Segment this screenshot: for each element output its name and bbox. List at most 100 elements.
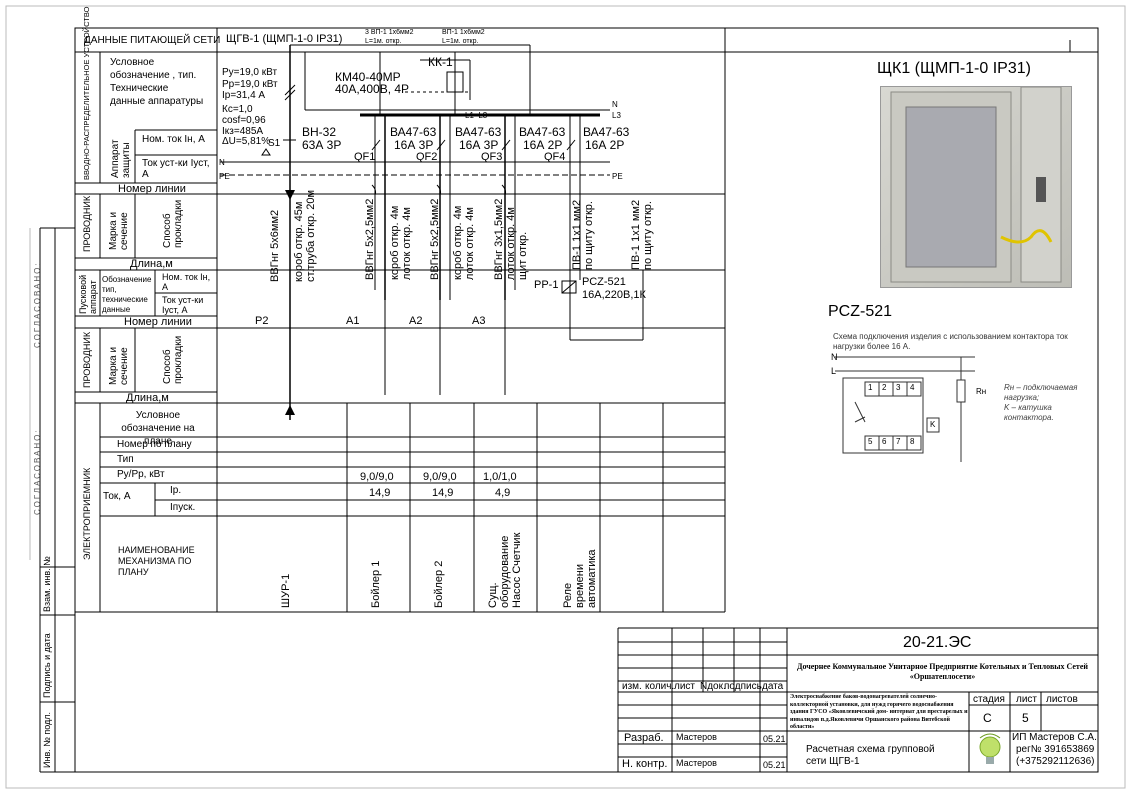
panel-ikz: Iкз=485А [222, 126, 264, 137]
pcz-k: K [930, 420, 936, 429]
pcz-t5: 5 [868, 437, 873, 446]
cable-4-a: ВВГнг 3х1,5мм2 [493, 198, 505, 280]
stamp-list-value: 5 [1022, 711, 1029, 725]
cable-top1b: L=1м. откр. [365, 38, 402, 45]
sposob-label: Способ прокладки [162, 199, 184, 248]
podpis-label: Подпись и дата [42, 633, 52, 698]
cable-4-c: щит откр. [517, 231, 529, 280]
cable-2-c: лоток откр. 4м [401, 207, 413, 280]
tip-label: Тип [117, 454, 134, 465]
cable-3-a: ВВГнг 5х2,5мм2 [429, 198, 441, 280]
stamp-reg: рег№ 391653869 [1016, 744, 1095, 755]
nomer-plan-label: Номер по плану [117, 439, 192, 450]
panel-kc: Кс=1,0 [222, 104, 253, 115]
pcz-t8: 8 [910, 437, 915, 446]
nom-tok-label: Ном. ток Iн, А [142, 134, 205, 145]
cable-6-a: ПВ-1 1х1 мм2 [630, 199, 642, 270]
load-1-name: ШУР-1 [280, 573, 292, 608]
stamp-stadia-value: С [983, 711, 992, 725]
stamp-phone: (+375292112636) [1016, 756, 1095, 767]
pcz-t2: 2 [882, 383, 887, 392]
stamp-list: лист [1016, 694, 1038, 705]
breaker-3-rating: 16А 2Р [523, 138, 563, 152]
label-n2: N [219, 158, 225, 167]
pcz-t6: 6 [882, 437, 887, 446]
stamp-org: Дочернее Коммунальное Унитарное Предприя… [796, 662, 1089, 681]
pcz-t1: 1 [868, 383, 873, 392]
breaker-2-rating: 16А 3Р [459, 138, 499, 152]
stamp-podpis: подпись [724, 681, 762, 692]
stamp-ip-name: ИП Мастеров С.А. [1012, 732, 1097, 743]
stamp-sheet-title: Расчетная схема групповой сети ЩГВ-1 [806, 744, 935, 767]
stamp-date-1: 05.21 [763, 734, 786, 744]
panel-km2: 40А,400В, 4Р [335, 82, 410, 96]
panel-du: ΔU=5,81% [222, 136, 271, 147]
pcz-t4: 4 [910, 383, 915, 392]
stamp-nkontr: Н. контр. [622, 758, 668, 770]
puskovoy-label: Пусковой аппарат [78, 274, 98, 314]
panel-km: КМ40-40МР [335, 70, 401, 84]
provodnik2-label: ПРОВОДНИК [82, 331, 92, 388]
breaker-4-name: ВА47-63 [583, 125, 630, 139]
pypp-label: Ру/Рр, кВт [117, 469, 165, 480]
panel-vn-i: 63А 3Р [302, 138, 342, 152]
cable-4-b: лоток откр. 4м [505, 207, 517, 280]
cable-top2b: L=1м. откр. [442, 38, 479, 45]
breaker-4-id: QF4 [544, 151, 566, 163]
cable-1-c: ст.труба откр. 20м [305, 189, 317, 282]
label-n: N [612, 100, 618, 109]
panel-cos: cosf=0,96 [222, 115, 266, 126]
obozn-tip-label: Обозначение тип, технические данные [102, 275, 152, 314]
soglasovano-label-2: СОГЛАСОВАНО: [33, 428, 42, 515]
dlina2-label: Длина,м [126, 392, 169, 404]
label-pe: PE [219, 172, 230, 181]
bulb-logo-icon [979, 733, 1001, 764]
pcz-t7: 7 [896, 437, 901, 446]
uslovn-label: Условное обозначение , тип. Технические … [110, 57, 204, 107]
tok-ust-label: Ток уст-ки Iуст, А [142, 158, 210, 180]
stamp-kolich: колич. [645, 681, 675, 692]
vru-label: ВВОДНО-РАСПРЕДЕЛИТЕЛЬНОЕ УСТРОЙСТВО [82, 6, 91, 180]
load-4-ip: 4,9 [495, 487, 511, 499]
apparat-zashity-label: Аппарат защиты [110, 139, 132, 178]
pcz-rn: Rн [976, 387, 987, 396]
breaker-1-rating: 16А 3Р [394, 138, 434, 152]
breaker-2-name: ВА47-63 [455, 125, 502, 139]
nom-tok2-label: Ном. ток Iн, А [162, 272, 211, 292]
vzam-inv-label: Взам. инв. № [42, 556, 52, 612]
cable-3-b: короб откр. 4м [452, 205, 464, 280]
pcz-wiring-diagram [835, 356, 975, 462]
pcz-n: N [831, 352, 838, 362]
relay-name: РСZ-521 [582, 276, 626, 288]
stamp-ndok: Nдок. [700, 681, 726, 692]
breaker-1-name: ВА47-63 [390, 125, 437, 139]
stamp-date-2: 05.21 [763, 760, 786, 770]
cabinet-photo [880, 86, 1072, 288]
marka-label: Марка и сечение [108, 211, 130, 250]
relay-data: 16А,220В,1К [582, 289, 646, 301]
dlina-label: Длина,м [130, 258, 173, 270]
breaker-1-id: QF1 [354, 151, 376, 163]
line-number-1: Р2 [255, 315, 269, 327]
elektropriemnik-label: ЭЛЕКТРОПРИЕМНИК [82, 467, 92, 560]
cable-6-b: по щиту откр. [642, 201, 654, 270]
pcz-l: L [831, 366, 837, 376]
breaker-2-id: QF2 [416, 151, 438, 163]
soglasovano-label-1: СОГЛАСОВАНО: [33, 261, 42, 348]
supply-network-label: ДАННЫЕ ПИТАЮЩЕЙ СЕТИ [84, 35, 221, 46]
right-title: ЩК1 (ЩМП-1-0 IP31) [877, 60, 1031, 77]
cable-5-b: по щиту откр. [583, 201, 595, 270]
label-pe2: PE [612, 172, 623, 181]
relay-id: РР-1 [534, 279, 559, 291]
panel-kk: КК-1 [428, 55, 453, 69]
load-3-ip: 14,9 [432, 487, 454, 499]
label-l3: L3 [612, 111, 621, 120]
load-2-ip: 14,9 [369, 487, 391, 499]
stamp-listov: листов [1046, 694, 1078, 705]
pcz-legend3: K – катушка [1004, 403, 1052, 412]
load-2-pp: 9,0/9,0 [360, 471, 394, 483]
panel-ip: Iр=31,4 А [222, 90, 266, 101]
tok-label: Ток, А [103, 491, 131, 502]
load-5-name: Реле времени автоматика [562, 549, 598, 608]
cable-top2: ВП-1 1х6мм2 [442, 29, 485, 36]
